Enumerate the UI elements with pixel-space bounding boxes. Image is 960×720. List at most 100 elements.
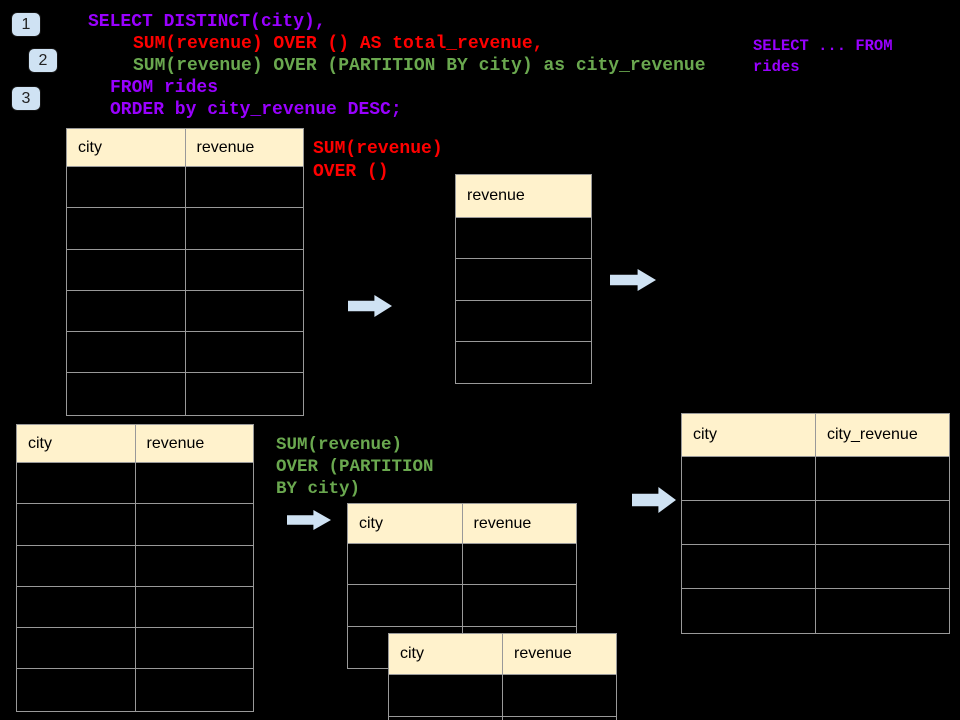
column-header-city: city <box>17 425 136 462</box>
table-cell-empty <box>682 457 816 500</box>
note-line: rides <box>753 58 800 76</box>
table-cell-empty <box>135 463 253 504</box>
table-cell-empty <box>503 675 616 716</box>
table-cell-empty <box>389 675 503 716</box>
column-header-revenue: revenue <box>146 434 205 452</box>
table-cell-empty <box>462 544 576 585</box>
table-cell-empty <box>462 585 576 626</box>
table-cell-empty <box>816 457 949 500</box>
annotation-sum-over-total: SUM(revenue)OVER () <box>313 138 443 184</box>
table-result-city-revenue: city city_revenue <box>681 413 950 634</box>
column-header-city: city <box>682 414 816 456</box>
step-badge-2: 2 <box>29 49 57 72</box>
table-cell-empty <box>17 669 136 711</box>
table-row <box>17 628 253 670</box>
table-cell-empty <box>17 463 136 504</box>
table-row <box>17 669 253 711</box>
table-header-row: city revenue <box>348 504 576 544</box>
table-header-row: revenue <box>456 175 591 218</box>
table-cell-empty <box>185 332 303 373</box>
table-row <box>389 675 616 717</box>
column-header-revenue: revenue <box>467 187 525 204</box>
table-cell-empty <box>67 249 186 290</box>
table-cell-empty <box>67 290 186 332</box>
table-cell-empty <box>456 218 591 259</box>
step-badge-1: 1 <box>12 13 40 36</box>
table-cell-empty <box>185 373 303 415</box>
table-row <box>682 589 949 633</box>
table-header-row: city city_revenue <box>682 414 949 457</box>
note-line: OVER (PARTITION <box>276 457 434 477</box>
column-header-revenue: revenue <box>514 645 572 662</box>
table-row <box>17 545 253 587</box>
table-cell-empty <box>348 544 463 585</box>
note-line: BY city) <box>276 479 361 499</box>
table-row <box>67 167 303 209</box>
arrow-right-icon <box>348 295 392 317</box>
side-note-select-from-rides: SELECT ... FROM rides <box>753 36 893 78</box>
table-cell-empty <box>456 259 591 300</box>
table-cell-empty <box>456 341 591 384</box>
column-header-city_revenue: city_revenue <box>827 426 918 443</box>
arrow-right-icon <box>632 487 676 513</box>
table-row <box>456 218 591 260</box>
sql-code-block: SELECT DISTINCT(city),SUM(revenue) OVER … <box>88 11 706 121</box>
table-row <box>456 259 591 301</box>
note-line: SELECT ... FROM <box>753 37 893 55</box>
table-cell-empty <box>816 545 949 588</box>
table-cell-empty <box>135 586 253 628</box>
step-badge-3: 3 <box>12 87 40 110</box>
table-cell-empty <box>135 669 253 711</box>
table-cell-empty <box>135 628 253 669</box>
table-cell-empty <box>67 167 186 208</box>
table-cell-empty <box>67 373 186 415</box>
table-row <box>682 457 949 501</box>
column-header-city: city <box>67 129 186 166</box>
table-row <box>348 544 576 586</box>
table-row <box>456 300 591 342</box>
table-cell-empty <box>503 717 616 720</box>
table-cell-empty <box>185 167 303 208</box>
table-cell-empty <box>67 208 186 249</box>
column-header-city: city <box>348 504 463 543</box>
table-cell-empty <box>682 545 816 588</box>
table-cell-empty <box>185 208 303 249</box>
table-source-rides-bottom: city revenue <box>16 424 254 712</box>
table-cell-empty <box>17 586 136 628</box>
table-cell-empty <box>682 501 816 544</box>
column-header-revenue: revenue <box>473 514 532 532</box>
table-cell-empty <box>185 249 303 290</box>
table-row <box>67 373 303 415</box>
sql-code-line: SUM(revenue) OVER (PARTITION BY city) as… <box>133 56 706 76</box>
table-cell-empty <box>17 628 136 669</box>
sql-code-line: ORDER by city_revenue DESC; <box>110 100 402 120</box>
table-row <box>456 341 591 384</box>
table-row <box>17 586 253 629</box>
table-row <box>67 290 303 333</box>
table-cell-empty <box>17 504 136 545</box>
arrow-right-icon <box>610 269 656 291</box>
table-cell-empty <box>185 290 303 332</box>
table-header-row: city revenue <box>17 425 253 463</box>
table-row <box>348 585 576 627</box>
table-row <box>67 249 303 291</box>
table-cell-empty <box>682 589 816 633</box>
note-line: OVER () <box>313 162 389 182</box>
table-cell-empty <box>816 589 949 633</box>
table-cell-empty <box>67 332 186 373</box>
sql-code-line: SUM(revenue) OVER () AS total_revenue, <box>133 34 544 54</box>
table-cell-empty <box>348 585 463 626</box>
table-cell-empty <box>816 501 949 544</box>
table-row <box>682 501 949 545</box>
table-row <box>389 717 616 720</box>
table-cell-empty <box>135 504 253 545</box>
table-row <box>682 545 949 589</box>
table-cell-empty <box>17 545 136 586</box>
table-row <box>67 208 303 250</box>
note-line: SUM(revenue) <box>276 435 403 455</box>
table-row <box>17 504 253 546</box>
